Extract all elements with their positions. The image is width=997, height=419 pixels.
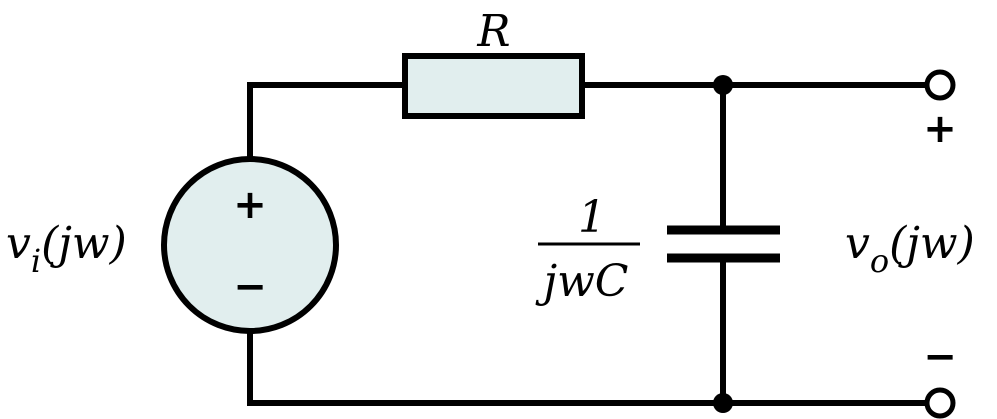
capacitor-denominator: jwC [535,256,629,307]
source-voltage-main: v [6,218,31,269]
wires [247,82,930,406]
capacitor-numerator: 1 [578,192,606,243]
output-voltage-argument: (jw) [889,218,975,269]
source-voltage-argument: (jw) [41,218,127,269]
output-terminal-bottom [924,387,956,419]
junction-bottom [713,393,733,413]
resistor-label: R [476,6,510,57]
output-voltage-label: vo(jw) [845,218,975,280]
voltage-source [161,156,339,334]
source-voltage-subscript: i [31,242,41,280]
output-terminal-top [924,69,956,101]
output-plus-sign: + [923,106,957,152]
output-voltage-subscript: o [870,242,889,280]
output-voltage-main: v [845,218,870,269]
resistor [402,53,585,119]
source-voltage-label: vi(jw) [6,218,127,280]
capacitor [667,225,780,263]
output-minus-sign: − [923,334,957,380]
source-minus-sign: − [233,264,267,310]
junction-top [713,75,733,95]
source-plus-sign: + [233,182,267,228]
wire-bottom [247,332,930,406]
wire-top-left [247,82,405,158]
